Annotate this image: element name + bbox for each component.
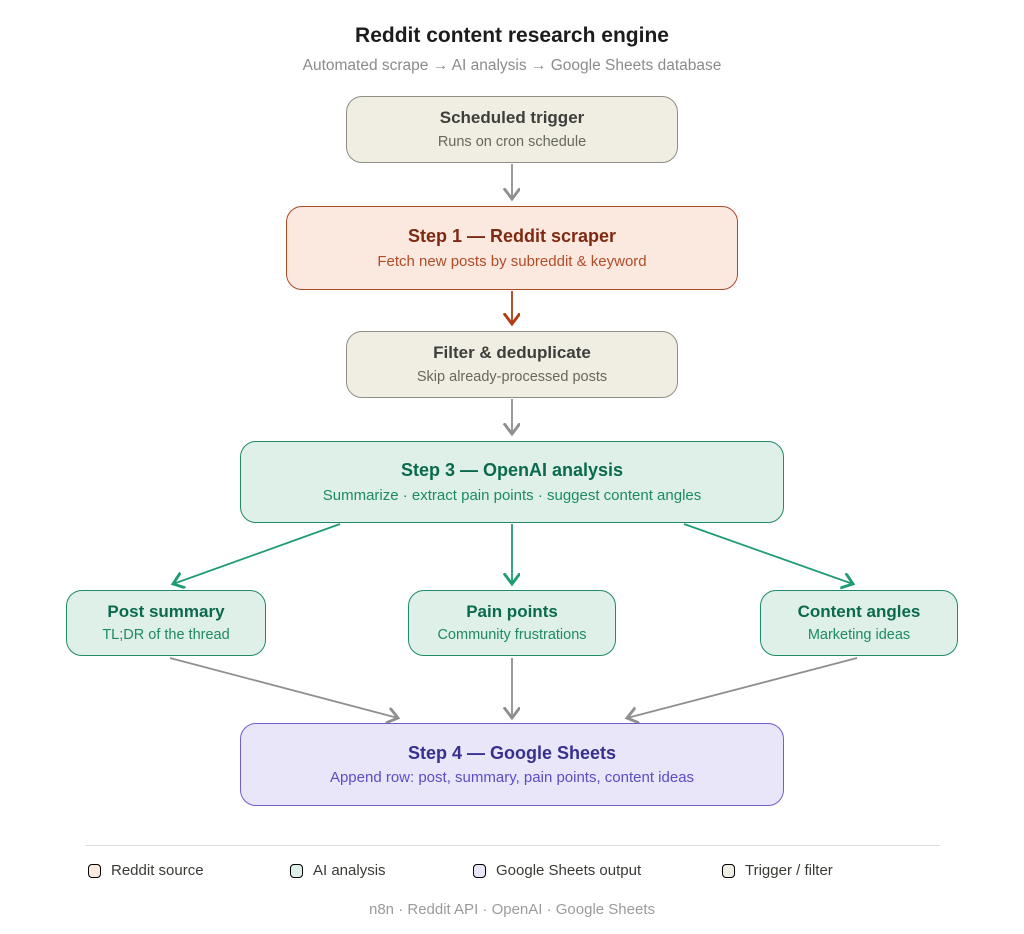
- node-filter-title: Filter & deduplicate: [433, 343, 591, 363]
- node-step1-reddit-scraper: Step 1 — Reddit scraper Fetch new posts …: [286, 206, 738, 290]
- node-content-angles-subtitle: Marketing ideas: [807, 627, 911, 644]
- legend-item-google-sheets-output: Google Sheets output: [473, 862, 641, 879]
- node-pain-points: Pain points Community frustrations: [408, 590, 616, 656]
- node-scheduled-trigger-subtitle: Runs on cron schedule: [437, 133, 587, 150]
- page-title: Reddit content research engine: [355, 24, 669, 47]
- node-post-summary-subtitle: TL;DR of the thread: [102, 627, 230, 644]
- node-step4-google-sheets: Step 4 — Google Sheets Append row: post,…: [240, 723, 784, 806]
- legend-swatch-ai-analysis: [290, 863, 303, 878]
- node-step3-subtitle: Summarize · extract pain points · sugges…: [322, 486, 702, 504]
- node-pain-points-subtitle: Community frustrations: [437, 627, 587, 644]
- node-filter-deduplicate: Filter & deduplicate Skip already-proces…: [346, 331, 678, 398]
- legend-label-ai-analysis: AI analysis: [313, 862, 386, 879]
- node-pain-points-title: Pain points: [466, 601, 558, 621]
- node-content-angles: Content angles Marketing ideas: [760, 590, 958, 656]
- node-post-summary: Post summary TL;DR of the thread: [66, 590, 266, 656]
- node-step4-subtitle: Append row: post, summary, pain points, …: [329, 769, 695, 787]
- page-subtitle: Automated scrape → AI analysis → Google …: [302, 57, 722, 74]
- footer-tools-list: n8n · Reddit API · OpenAI · Google Sheet…: [369, 901, 655, 918]
- legend-label-reddit-source: Reddit source: [111, 862, 204, 879]
- node-step3-openai-analysis: Step 3 — OpenAI analysis Summarize · ext…: [240, 441, 784, 523]
- node-step1-subtitle: Fetch new posts by subreddit & keyword: [377, 252, 647, 270]
- legend-swatch-reddit-source: [88, 863, 101, 878]
- arrow-step3-to-post-summary: [173, 523, 341, 584]
- node-scheduled-trigger: Scheduled trigger Runs on cron schedule: [346, 96, 678, 163]
- node-content-angles-title: Content angles: [797, 601, 921, 621]
- legend-swatch-google-sheets-output: [473, 863, 486, 878]
- legend-divider: [85, 845, 940, 846]
- legend-swatch-trigger-filter: [722, 863, 735, 878]
- node-post-summary-title: Post summary: [107, 601, 225, 621]
- node-step1-title: Step 1 — Reddit scraper: [407, 226, 617, 247]
- legend-item-reddit-source: Reddit source: [88, 862, 204, 879]
- arrow-post-summary-to-step4: [169, 657, 398, 718]
- node-scheduled-trigger-title: Scheduled trigger: [439, 108, 585, 128]
- node-filter-subtitle: Skip already-processed posts: [416, 368, 608, 385]
- node-step4-title: Step 4 — Google Sheets: [407, 742, 617, 763]
- legend-item-ai-analysis: AI analysis: [290, 862, 386, 879]
- node-step3-title: Step 3 — OpenAI analysis: [400, 460, 624, 481]
- legend: Reddit source AI analysis Google Sheets …: [0, 860, 1024, 886]
- legend-item-trigger-filter: Trigger / filter: [722, 862, 833, 879]
- arrow-step3-to-content-angles: [683, 523, 853, 584]
- legend-label-google-sheets-output: Google Sheets output: [496, 862, 642, 879]
- legend-label-trigger-filter: Trigger / filter: [745, 862, 833, 879]
- arrow-content-angles-to-step4: [627, 657, 858, 718]
